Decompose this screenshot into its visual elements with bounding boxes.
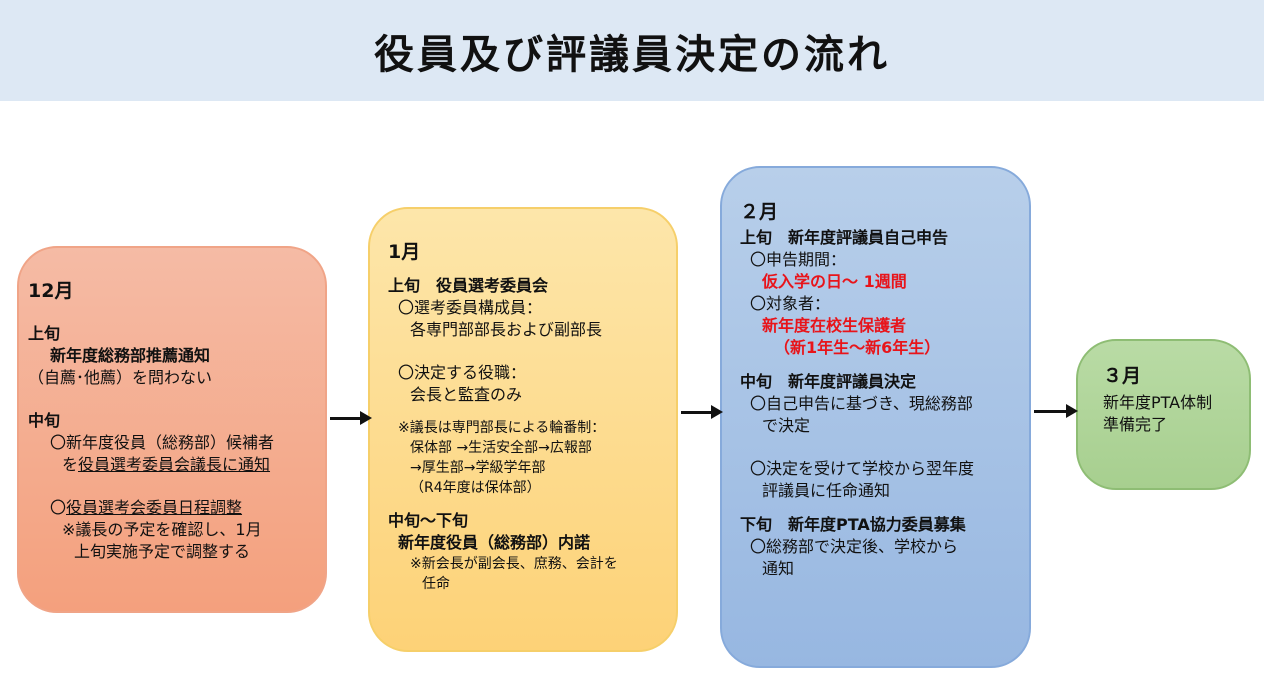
march-box: ３月 新年度PTA体制 準備完了 <box>1076 339 1251 490</box>
december-self-other-note: （自薦･他薦）を問わない <box>28 368 213 387</box>
march-month-label: ３月 <box>1103 365 1142 387</box>
february-period-value: 仮入学の日～ 1週間 <box>762 272 907 291</box>
january-rotation-note: ※議長は専門部長による輪番制： <box>398 420 606 436</box>
title-bar: 役員及び評議員決定の流れ <box>0 0 1264 101</box>
december-notify-chair: を役員選考委員会議長に通知 <box>28 454 315 476</box>
december-note-2: 上旬実施予定で調整する <box>74 542 251 561</box>
january-box: 1月 上旬 役員選考委員会 〇選考委員構成員： 各専門部部長および副部長 〇決定… <box>368 207 678 652</box>
february-target-value: 新年度在校生保護者 <box>762 316 907 335</box>
december-mid-label: 中旬 <box>28 411 61 430</box>
march-line-2: 準備完了 <box>1103 415 1168 434</box>
december-month-label: 12月 <box>28 280 74 302</box>
january-mid-late-label: 中旬～下旬 <box>388 511 469 530</box>
january-appoint-note-1: ※新会長が副会長、庶務、会計を <box>410 556 618 572</box>
page-title: 役員及び評議員決定の流れ <box>374 31 890 78</box>
february-mid-decision: 中旬 新年度評議員決定 <box>740 372 917 391</box>
february-target-item: 〇対象者： <box>750 294 831 313</box>
february-late-recruit: 下旬 新年度PTA協力委員募集 <box>740 515 966 534</box>
february-period-item: 〇申告期間： <box>750 250 847 269</box>
january-month-label: 1月 <box>388 241 421 263</box>
february-decision-item-cont: で決定 <box>762 416 811 435</box>
arrow-feb-to-mar <box>1034 404 1078 418</box>
february-early-self-report: 上旬 新年度評議員自己申告 <box>740 228 949 247</box>
arrow-dec-to-jan <box>330 411 372 425</box>
february-notice-item: 〇決定を受けて学校から翌年度 <box>750 459 975 478</box>
january-positions-value: 会長と監査のみ <box>410 385 523 404</box>
january-rotation-line-2: →厚生部→学級学年部 <box>410 460 546 476</box>
february-month-label: ２月 <box>740 201 779 223</box>
december-schedule-underlined: 役員選考会委員日程調整 <box>66 498 243 517</box>
december-schedule-bullet: 〇 <box>50 498 67 517</box>
december-candidate-item: 〇新年度役員（総務部）候補者 <box>50 433 275 452</box>
january-rotation-line-1: 保体部 →生活安全部→広報部 <box>410 440 592 456</box>
march-line-1: 新年度PTA体制 <box>1103 393 1213 412</box>
arrow-jan-to-feb <box>681 405 723 419</box>
december-box: 12月 上旬 新年度総務部推薦通知 （自薦･他薦）を問わない 中旬 〇新年度役員… <box>17 246 327 613</box>
december-recommendation-notice: 新年度総務部推薦通知 <box>50 346 211 365</box>
december-notify-underlined: 役員選考委員会議長に通知 <box>78 455 271 474</box>
january-rotation-line-3: （R4年度は保体部） <box>410 480 541 496</box>
january-members-item: 〇選考委員構成員： <box>398 298 543 317</box>
february-decision-item: 〇自己申告に基づき、現総務部 <box>750 394 973 413</box>
february-target-range: （新1年生～新6年生） <box>774 338 941 357</box>
february-recruit-item-cont: 通知 <box>762 559 795 578</box>
december-note-1: ※議長の予定を確認し、1月 <box>62 520 262 539</box>
february-notice-item-cont: 評議員に任命通知 <box>762 481 891 500</box>
february-box: ２月 上旬 新年度評議員自己申告 〇申告期間： 仮入学の日～ 1週間 〇対象者：… <box>720 166 1031 668</box>
january-consent-item: 新年度役員（総務部）内諾 <box>398 533 591 552</box>
january-positions-item: 〇決定する役職： <box>398 363 527 382</box>
january-appoint-note-2: 任命 <box>422 576 450 592</box>
december-notify-prefix: を <box>62 455 79 474</box>
january-early-committee: 上旬 役員選考委員会 <box>388 276 549 295</box>
february-recruit-item: 〇総務部で決定後、学校から <box>750 537 959 556</box>
december-early-label: 上旬 <box>28 324 61 343</box>
january-members-value: 各専門部部長および副部長 <box>410 320 603 339</box>
december-schedule-item: 〇役員選考会委員日程調整 <box>28 497 315 519</box>
